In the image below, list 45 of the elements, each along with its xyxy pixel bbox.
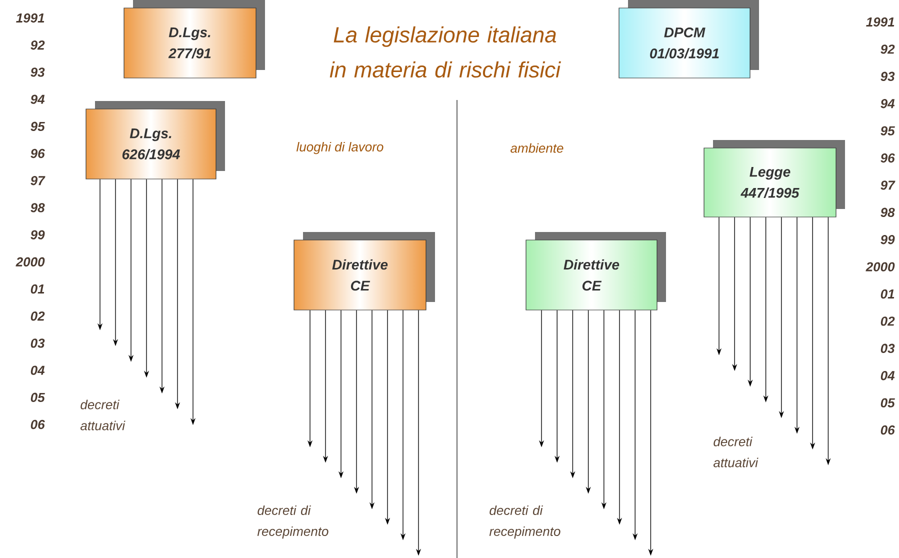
note-label: decreti attuativi — [714, 436, 758, 468]
year-label: 02 — [30, 312, 45, 321]
year-label: 94 — [30, 94, 45, 104]
law-box: DPCM 01/03/1991 — [618, 0, 759, 78]
law-box: Legge 447/1995 — [704, 140, 845, 218]
year-label: 97 — [30, 176, 46, 186]
year-label: 96 — [30, 148, 45, 158]
section-label: luoghi di lavoro — [296, 142, 384, 154]
year-label: 99 — [30, 230, 45, 240]
year-label: 97 — [880, 180, 896, 190]
year-label: 98 — [880, 208, 895, 217]
year-label: 05 — [30, 392, 45, 402]
year-label: 02 — [880, 316, 895, 326]
year-label: 93 — [30, 68, 45, 77]
year-label: 01 — [880, 289, 894, 299]
year-label: 2000 — [16, 257, 45, 266]
year-label: 94 — [880, 99, 895, 108]
year-label: 92 — [30, 40, 45, 50]
section-label: ambiente — [510, 143, 564, 153]
year-label: 04 — [30, 366, 45, 375]
year-label: 05 — [880, 398, 895, 408]
year-label: 92 — [880, 44, 895, 54]
year-label: 95 — [30, 122, 45, 131]
law-box: Direttive CE — [294, 232, 435, 310]
year-label: 98 — [30, 203, 45, 212]
note-label: decreti attuativi — [80, 400, 126, 430]
year-label: 1991 — [16, 13, 44, 23]
year-label: 93 — [880, 72, 895, 81]
year-label: 01 — [30, 284, 44, 294]
year-label: 04 — [880, 371, 895, 380]
note-label: decreti di recepimento — [257, 505, 328, 539]
year-label: 96 — [880, 153, 895, 163]
year-label: 1991 — [866, 17, 894, 27]
year-label: 2000 — [866, 262, 895, 272]
year-label: 06 — [30, 420, 45, 430]
year-label: 06 — [880, 425, 895, 435]
year-label: 99 — [880, 235, 895, 244]
law-box: D.Lgs. 277/91 — [124, 0, 265, 78]
year-label: 03 — [30, 338, 45, 348]
year-label: 95 — [880, 126, 895, 136]
year-label: 03 — [880, 344, 895, 353]
note-label: decreti di recepimento — [489, 505, 560, 539]
law-box: D.Lgs. 626/1994 — [86, 101, 225, 180]
law-box: Direttive CE — [526, 232, 666, 310]
title: La legislazione italiana in materia di rischi fisici — [330, 26, 561, 78]
